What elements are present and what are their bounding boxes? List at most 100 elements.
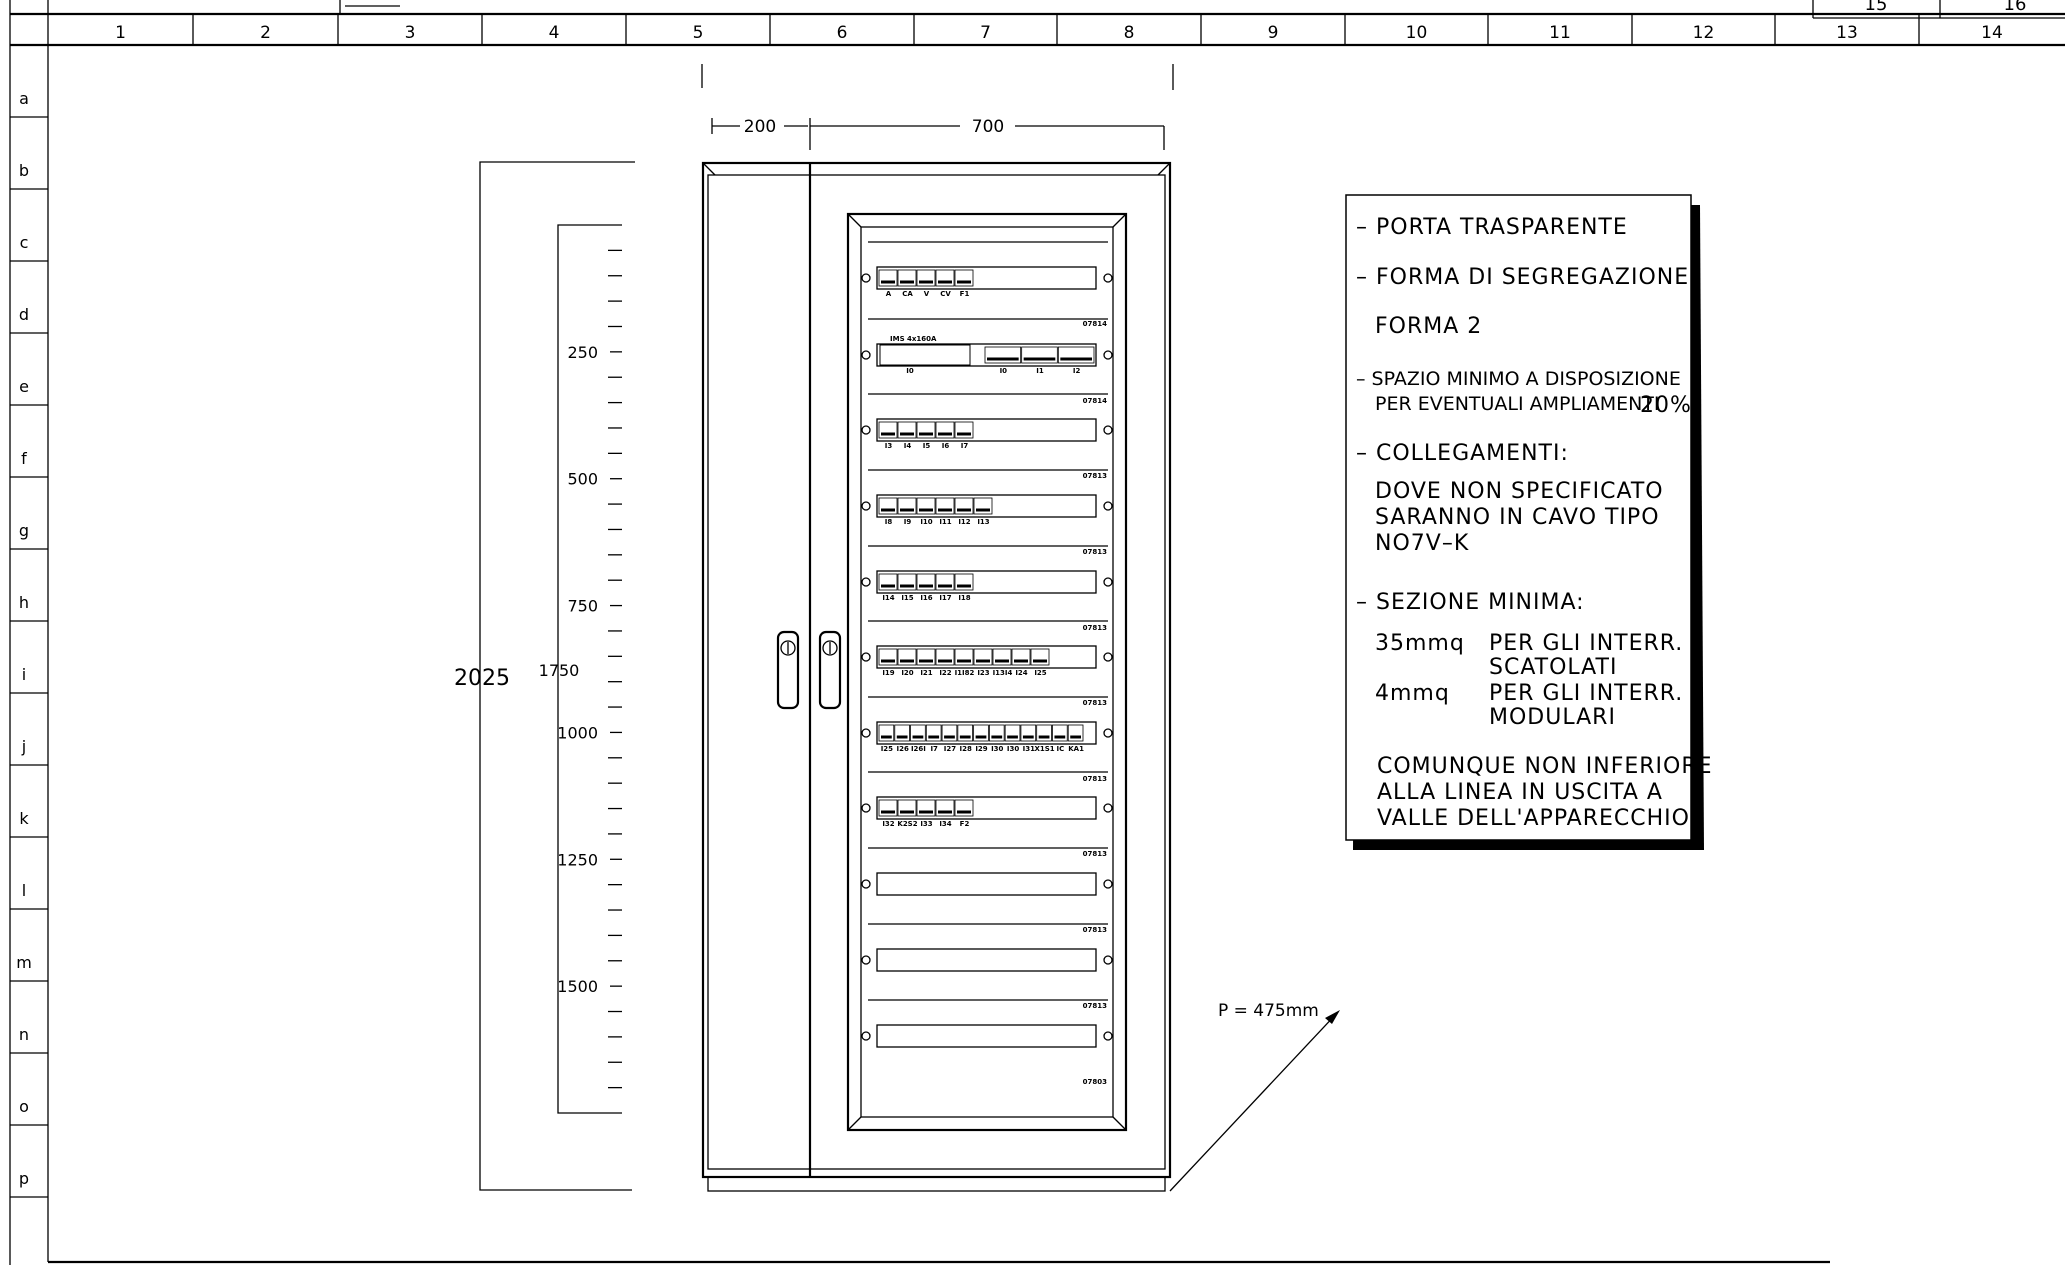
device-label: I26 xyxy=(896,745,908,753)
device-label: I31 xyxy=(1023,745,1035,753)
device-label: I6 xyxy=(942,442,950,450)
device-label: I12 xyxy=(958,518,970,526)
modular-breaker xyxy=(954,648,974,666)
note-collegamenti: – COLLEGAMENTI: xyxy=(1356,441,1569,466)
modular-breaker xyxy=(894,724,910,742)
rail-code: 07813 xyxy=(1083,548,1107,556)
device-label: I16 xyxy=(920,594,932,602)
modular-breaker xyxy=(1036,724,1052,742)
device-label: KA1 xyxy=(1068,745,1084,753)
modular-breaker xyxy=(1011,648,1031,666)
notes-box: – PORTA TRASPARENTE – FORMA DI SEGREGAZI… xyxy=(1345,194,1713,850)
modular-breaker xyxy=(1067,724,1084,742)
rail-code: 07803 xyxy=(1083,1078,1107,1086)
note-porta: – PORTA TRASPARENTE xyxy=(1356,215,1628,240)
modular-breaker xyxy=(954,421,974,439)
device-label: I26I xyxy=(911,745,926,753)
grid-row-label: c xyxy=(20,233,29,252)
modular-breaker xyxy=(897,799,917,817)
device-label: I8 xyxy=(885,518,893,526)
grid-row-label: k xyxy=(19,809,29,828)
grid-row-label: g xyxy=(19,521,29,540)
modular-breaker xyxy=(1030,648,1050,666)
device-label: I0 xyxy=(1000,367,1008,375)
note-scatolati: SCATOLATI xyxy=(1489,655,1617,680)
grid-column-label: 8 xyxy=(1124,23,1135,43)
scale-label: 1000 xyxy=(557,723,598,742)
grid-column-label: 4 xyxy=(549,23,560,43)
grid-row-label: h xyxy=(19,593,29,612)
note-cavo: NO7V–K xyxy=(1375,531,1469,556)
width-left-label: 200 xyxy=(744,117,776,137)
modular-breaker xyxy=(916,421,936,439)
note-4mmq: 4mmq xyxy=(1375,681,1450,706)
device-label: I25 xyxy=(1034,669,1046,677)
device-label: I25 xyxy=(881,745,893,753)
rail-code: 07814 xyxy=(1083,320,1107,328)
title-cell-a: 15 xyxy=(1865,0,1888,15)
main-switch-label: IMS 4x160A xyxy=(890,335,937,343)
note-sezione: – SEZIONE MINIMA: xyxy=(1356,590,1585,615)
modular-breaker xyxy=(878,573,898,591)
modular-breaker xyxy=(878,421,898,439)
grid-row-label: e xyxy=(19,377,29,396)
device-label: I11 xyxy=(939,518,951,526)
sheet-frame: 15 16 xyxy=(9,0,2065,1265)
device-label: V xyxy=(924,290,930,298)
modular-breaker xyxy=(1020,724,1037,742)
device-label: I27 xyxy=(944,745,956,753)
height-inner-label: 1750 xyxy=(539,661,580,680)
title-cell-b: 16 xyxy=(2004,0,2027,15)
modular-breaker xyxy=(935,421,955,439)
device-label: I15 xyxy=(901,594,913,602)
device-label: I5 xyxy=(923,442,931,450)
grid-row-label: i xyxy=(22,665,26,684)
device-label: I30 xyxy=(991,745,1003,753)
rail-code: 07813 xyxy=(1083,775,1107,783)
device-label: I14 xyxy=(882,594,894,602)
rail-code: 07814 xyxy=(1083,397,1107,405)
grid-row-label: l xyxy=(22,881,26,900)
note-forma: – FORMA DI SEGREGAZIONE xyxy=(1356,265,1689,290)
modular-breaker xyxy=(935,648,955,666)
depth-label: P = 475mm xyxy=(1218,1001,1319,1021)
note-comunque: COMUNQUE NON INFERIORE xyxy=(1377,754,1713,779)
modular-breaker xyxy=(1052,724,1068,742)
device-label: IC xyxy=(1056,745,1064,753)
scale-label: 250 xyxy=(567,343,598,362)
grid-column-label: 1 xyxy=(115,23,126,43)
din-rail: 07813 xyxy=(861,847,1113,934)
device-label: I1 xyxy=(1036,367,1044,375)
modular-breaker xyxy=(935,497,955,515)
grid-row-label: j xyxy=(21,737,26,756)
left-door-handle[interactable] xyxy=(776,630,800,710)
cabinet: P = 475mm xyxy=(701,161,1340,1192)
grid-column-label: 5 xyxy=(693,23,704,43)
note-interr-1: PER GLI INTERR. xyxy=(1489,631,1683,656)
scale-label: 500 xyxy=(567,470,598,489)
scale-label: 1250 xyxy=(557,850,598,869)
grid-row-label: a xyxy=(19,89,29,108)
right-door-handle[interactable] xyxy=(818,630,842,710)
note-dove: DOVE NON SPECIFICATO xyxy=(1375,479,1664,504)
grid-column-label: 10 xyxy=(1406,23,1428,43)
modular-breaker xyxy=(935,269,955,287)
device-label: I13I4 xyxy=(993,669,1013,677)
modular-breaker xyxy=(973,648,993,666)
device-label: I7 xyxy=(961,442,969,450)
width-dimensions: 200 700 xyxy=(701,64,1174,150)
note-valle: VALLE DELL'APPARECCHIO xyxy=(1377,806,1690,831)
modular-breaker xyxy=(992,648,1012,666)
modular-breaker xyxy=(916,497,936,515)
grid-column-label: 6 xyxy=(837,23,848,43)
grid-column-label: 3 xyxy=(405,23,416,43)
grid-row-label: d xyxy=(19,305,29,324)
modular-breaker xyxy=(897,497,917,515)
device-label: I21 xyxy=(920,669,932,677)
grid-column-label: 11 xyxy=(1549,23,1571,43)
modular-breaker xyxy=(878,648,898,666)
